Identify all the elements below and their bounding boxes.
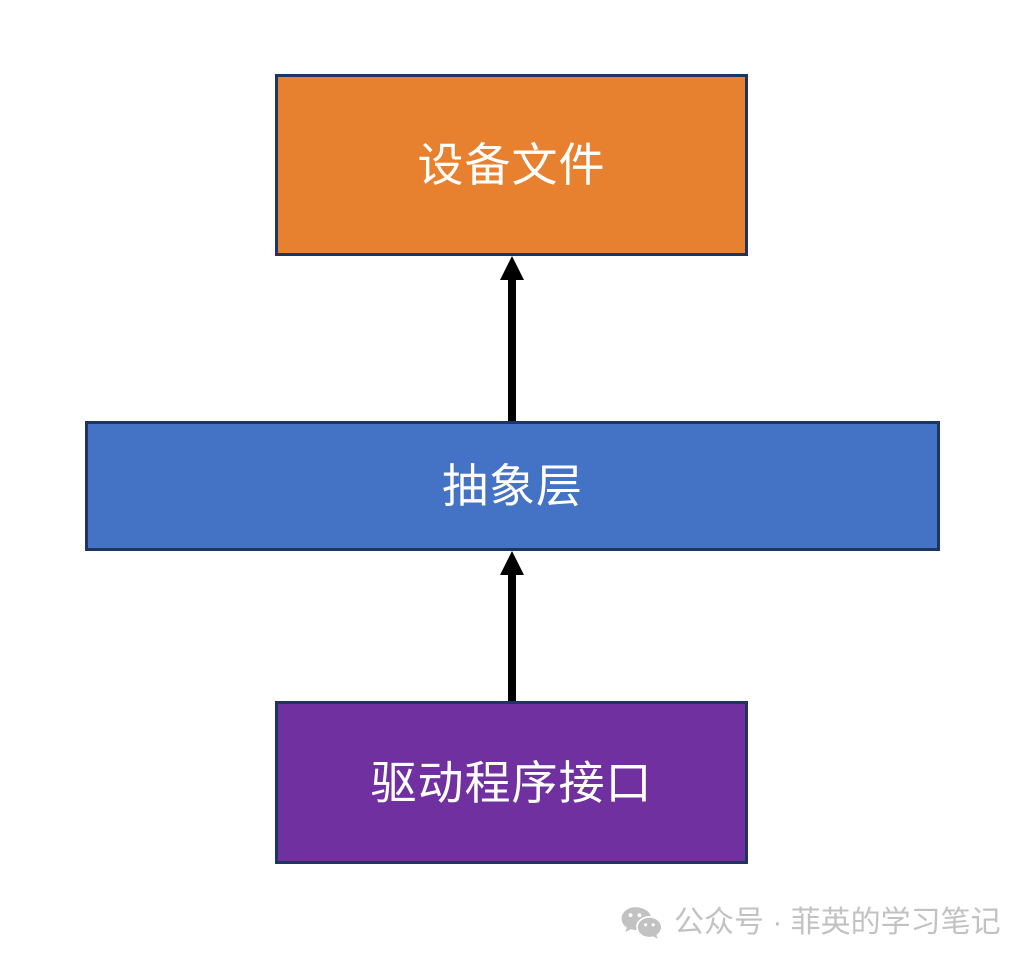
arrow-abstraction-to-device [500,256,524,424]
wechat-icon [621,907,661,939]
watermark-text: 公众号 · 菲英的学习笔记 [674,906,1001,939]
diagram-node-device-file-label: 设备文件 [417,139,606,191]
arrow-head-up-icon [500,551,524,575]
diagram-node-driver-interface[interactable]: 驱动程序接口 [275,701,748,864]
arrow-shaft [508,573,516,704]
arrow-driver-to-abstraction [500,551,524,704]
arrow-head-up-icon [500,256,524,280]
diagram-node-abstraction-layer[interactable]: 抽象层 [85,421,940,551]
watermark: 公众号 · 菲英的学习笔记 [620,901,1001,945]
diagram-node-device-file[interactable]: 设备文件 [275,74,748,256]
diagram-node-driver-interface-label: 驱动程序接口 [370,756,653,809]
arrow-shaft [508,278,516,424]
diagram-node-abstraction-layer-label: 抽象层 [442,460,583,512]
